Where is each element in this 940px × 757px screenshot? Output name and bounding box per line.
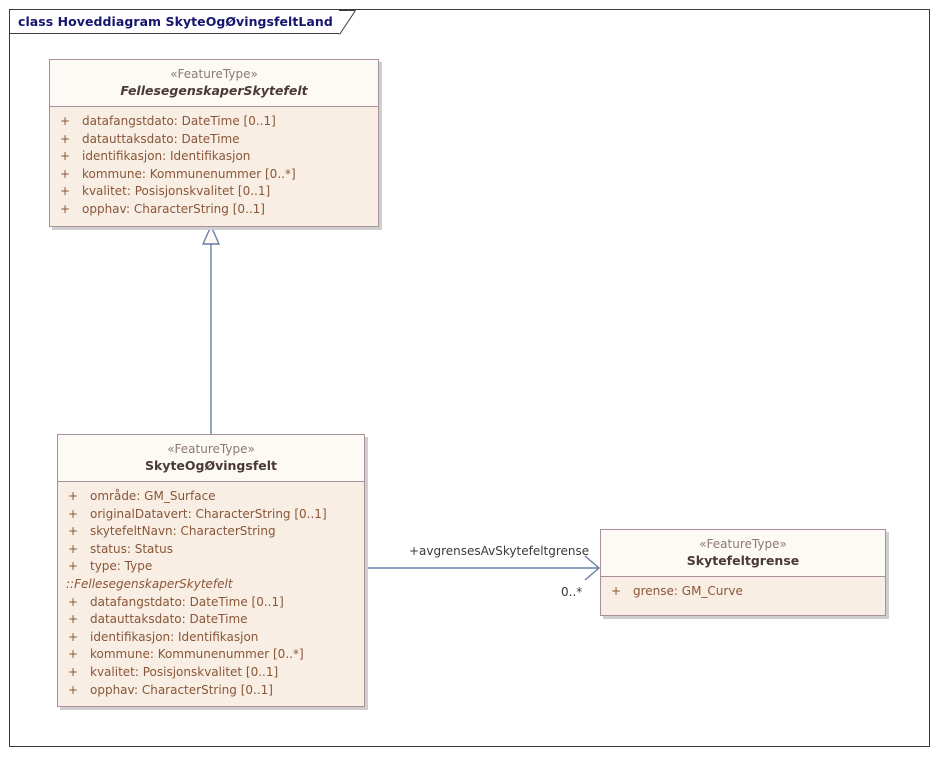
- class-attributes: + datafangstdato: DateTime [0..1] + data…: [50, 107, 378, 226]
- diagram-title-tab[interactable]: class Hoveddiagram SkyteOgØvingsfeltLand: [9, 9, 356, 35]
- attribute-row: + kommune: Kommunenummer [0..*]: [58, 646, 364, 664]
- class-stereotype: «FeatureType»: [699, 537, 787, 551]
- attribute-row: + identifikasjon: Identifikasjon: [58, 629, 364, 647]
- attribute-visibility: +: [60, 131, 71, 146]
- attribute-signature: datauttaksdato: DateTime: [90, 612, 248, 627]
- attribute-row: + type: Type: [58, 558, 364, 576]
- attribute-signature: kvalitet: Posisjonskvalitet [0..1]: [90, 664, 279, 679]
- attribute-signature: skytefeltNavn: CharacterString: [90, 524, 276, 539]
- attribute-signature: område: GM_Surface: [90, 489, 216, 503]
- attribute-visibility: +: [68, 489, 79, 503]
- association-role-label: +avgrensesAvSkytefeltgrense: [409, 544, 590, 558]
- attribute-row: + originalDatavert: CharacterString [0..…: [58, 506, 364, 524]
- class-box-skyteogovingsfelt[interactable]: «FeatureType» SkyteOgØvingsfelt + område…: [57, 434, 365, 708]
- attribute-signature: kommune: Kommunenummer [0..*]: [82, 166, 296, 181]
- attribute-visibility: +: [60, 184, 71, 199]
- attribute-visibility: +: [68, 612, 79, 627]
- class-header: «FeatureType» FellesegenskaperSkytefelt: [50, 60, 378, 107]
- class-header: «FeatureType» Skytefeltgrense: [601, 530, 885, 577]
- class-attributes: + grense: GM_Curve: [601, 577, 885, 615]
- attribute-visibility: +: [68, 559, 79, 574]
- attribute-visibility: +: [68, 629, 79, 644]
- association-target-multiplicity: 0..*: [561, 585, 583, 599]
- attribute-signature: opphav: CharacterString [0..1]: [90, 682, 273, 697]
- attribute-row: + kommune: Kommunenummer [0..*]: [50, 166, 378, 184]
- attribute-row: + område: GM_Surface: [58, 488, 364, 506]
- attribute-row: + status: Status: [58, 541, 364, 559]
- attribute-visibility: +: [60, 149, 71, 164]
- attribute-signature: identifikasjon: Identifikasjon: [82, 149, 251, 164]
- attribute-visibility: +: [68, 541, 79, 556]
- attribute-row: + datauttaksdato: DateTime: [50, 131, 378, 149]
- attribute-visibility: +: [611, 584, 622, 598]
- inherited-group-label: ::FellesegenskaperSkytefelt: [66, 576, 233, 591]
- attribute-row: + datauttaksdato: DateTime: [58, 611, 364, 629]
- class-attributes: + område: GM_Surface + originalDatavert:…: [58, 482, 364, 707]
- attribute-row: + datafangstdato: DateTime [0..1]: [58, 594, 364, 612]
- attribute-row: + opphav: CharacterString [0..1]: [58, 682, 364, 700]
- class-header: «FeatureType» SkyteOgØvingsfelt: [58, 435, 364, 482]
- attribute-signature: status: Status: [90, 541, 173, 556]
- attribute-visibility: +: [68, 664, 79, 679]
- attribute-signature: type: Type: [90, 559, 153, 574]
- attribute-row: + grense: GM_Curve: [601, 583, 885, 601]
- attribute-row: + kvalitet: Posisjonskvalitet [0..1]: [50, 183, 378, 201]
- class-box-skytefeltgrense[interactable]: «FeatureType» Skytefeltgrense + grense: …: [600, 529, 886, 616]
- class-name: SkyteOgØvingsfelt: [144, 458, 277, 473]
- class-name: Skytefeltgrense: [686, 553, 800, 568]
- attribute-signature: opphav: CharacterString [0..1]: [82, 201, 265, 216]
- page-title: class Hoveddiagram SkyteOgØvingsfeltLand: [18, 14, 333, 29]
- attribute-row: + datafangstdato: DateTime [0..1]: [50, 113, 378, 131]
- attribute-row: + opphav: CharacterString [0..1]: [50, 201, 378, 219]
- attribute-row: + kvalitet: Posisjonskvalitet [0..1]: [58, 664, 364, 682]
- attribute-signature: originalDatavert: CharacterString [0..1]: [90, 506, 327, 521]
- title-tab-slant-icon: [338, 10, 356, 35]
- attribute-visibility: +: [68, 506, 79, 521]
- class-box-fellesegenskaperskytefelt[interactable]: «FeatureType» FellesegenskaperSkytefelt …: [49, 59, 379, 227]
- attribute-visibility: +: [68, 647, 79, 662]
- class-name: FellesegenskaperSkytefelt: [120, 83, 308, 98]
- attribute-visibility: +: [68, 524, 79, 539]
- attribute-signature: kvalitet: Posisjonskvalitet [0..1]: [82, 184, 271, 199]
- attribute-visibility: +: [68, 594, 79, 609]
- attribute-visibility: +: [60, 166, 71, 181]
- attribute-signature: datafangstdato: DateTime [0..1]: [82, 114, 276, 128]
- attribute-signature: datafangstdato: DateTime [0..1]: [90, 594, 284, 609]
- attribute-signature: kommune: Kommunenummer [0..*]: [90, 647, 304, 662]
- class-stereotype: «FeatureType»: [170, 67, 258, 81]
- attribute-signature: identifikasjon: Identifikasjon: [90, 629, 259, 644]
- attribute-row: + identifikasjon: Identifikasjon: [50, 148, 378, 166]
- class-stereotype: «FeatureType»: [167, 442, 255, 456]
- attribute-signature: grense: GM_Curve: [633, 584, 743, 598]
- diagram-frame: [9, 9, 930, 747]
- attribute-visibility: +: [60, 114, 71, 128]
- attribute-visibility: +: [60, 201, 71, 216]
- attribute-visibility: +: [68, 682, 79, 697]
- attribute-signature: datauttaksdato: DateTime: [82, 131, 240, 146]
- attribute-row: + skytefeltNavn: CharacterString: [58, 523, 364, 541]
